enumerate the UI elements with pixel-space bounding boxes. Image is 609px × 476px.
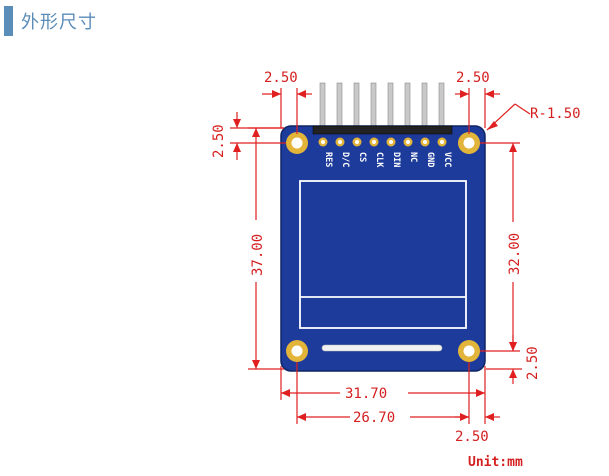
dim-top-left: 2.50 (262, 70, 312, 134)
pin-pads (318, 137, 447, 147)
pin-label: VCC (442, 152, 452, 167)
dim-corner-radius: R-1.50 (486, 103, 581, 131)
dim-left-top: 2.50 (211, 112, 286, 160)
dim-bottom-right: 2.50 (455, 400, 500, 445)
mounting-hole-bottom-right (458, 340, 480, 362)
dim-total-height: 37.00 (248, 127, 284, 370)
dim-label-left-top: 2.50 (211, 124, 227, 158)
section-header: 外形尺寸 (4, 6, 97, 36)
pin-label: NC (408, 152, 418, 162)
dim-label-hole-width: 26.70 (353, 410, 395, 426)
dim-label-total-height: 37.00 (250, 234, 266, 276)
pin-label: GND (425, 152, 435, 167)
section-accent-bar (4, 6, 13, 36)
dim-label-corner-radius: R-1.50 (530, 106, 581, 122)
header-block (312, 125, 453, 135)
dim-label-top-left: 2.50 (264, 70, 298, 86)
mounting-hole-top-right (458, 132, 480, 154)
dim-label-right-bottom: 2.50 (525, 346, 541, 380)
mounting-hole-bottom-left (286, 340, 308, 362)
pin-label: CS (357, 152, 367, 162)
dim-label-top-right: 2.50 (456, 70, 490, 86)
dim-label-total-width: 31.70 (345, 386, 387, 402)
fpc-ribbon (321, 344, 443, 352)
dim-top-right: 2.50 (455, 70, 500, 134)
dim-label-bottom-right: 2.50 (455, 429, 489, 445)
pin-label: RES (323, 152, 333, 167)
pin-labels: RES D/C CS CLK DIN NC GND VCC (323, 152, 452, 168)
section-title: 外形尺寸 (21, 12, 97, 33)
unit-label: Unit:mm (468, 455, 523, 470)
screen-outline (299, 180, 467, 329)
pin-label: D/C (340, 152, 350, 167)
dim-total-width: 31.70 (280, 366, 486, 402)
header-pins (319, 82, 445, 132)
dim-label-hole-height: 32.00 (507, 233, 523, 275)
pin-label: DIN (391, 152, 401, 167)
dim-hole-height: 32.00 (480, 142, 523, 352)
dim-right-bottom: 2.50 (486, 335, 541, 384)
mounting-hole-top-left (286, 132, 308, 154)
pin-label: CLK (374, 152, 384, 168)
